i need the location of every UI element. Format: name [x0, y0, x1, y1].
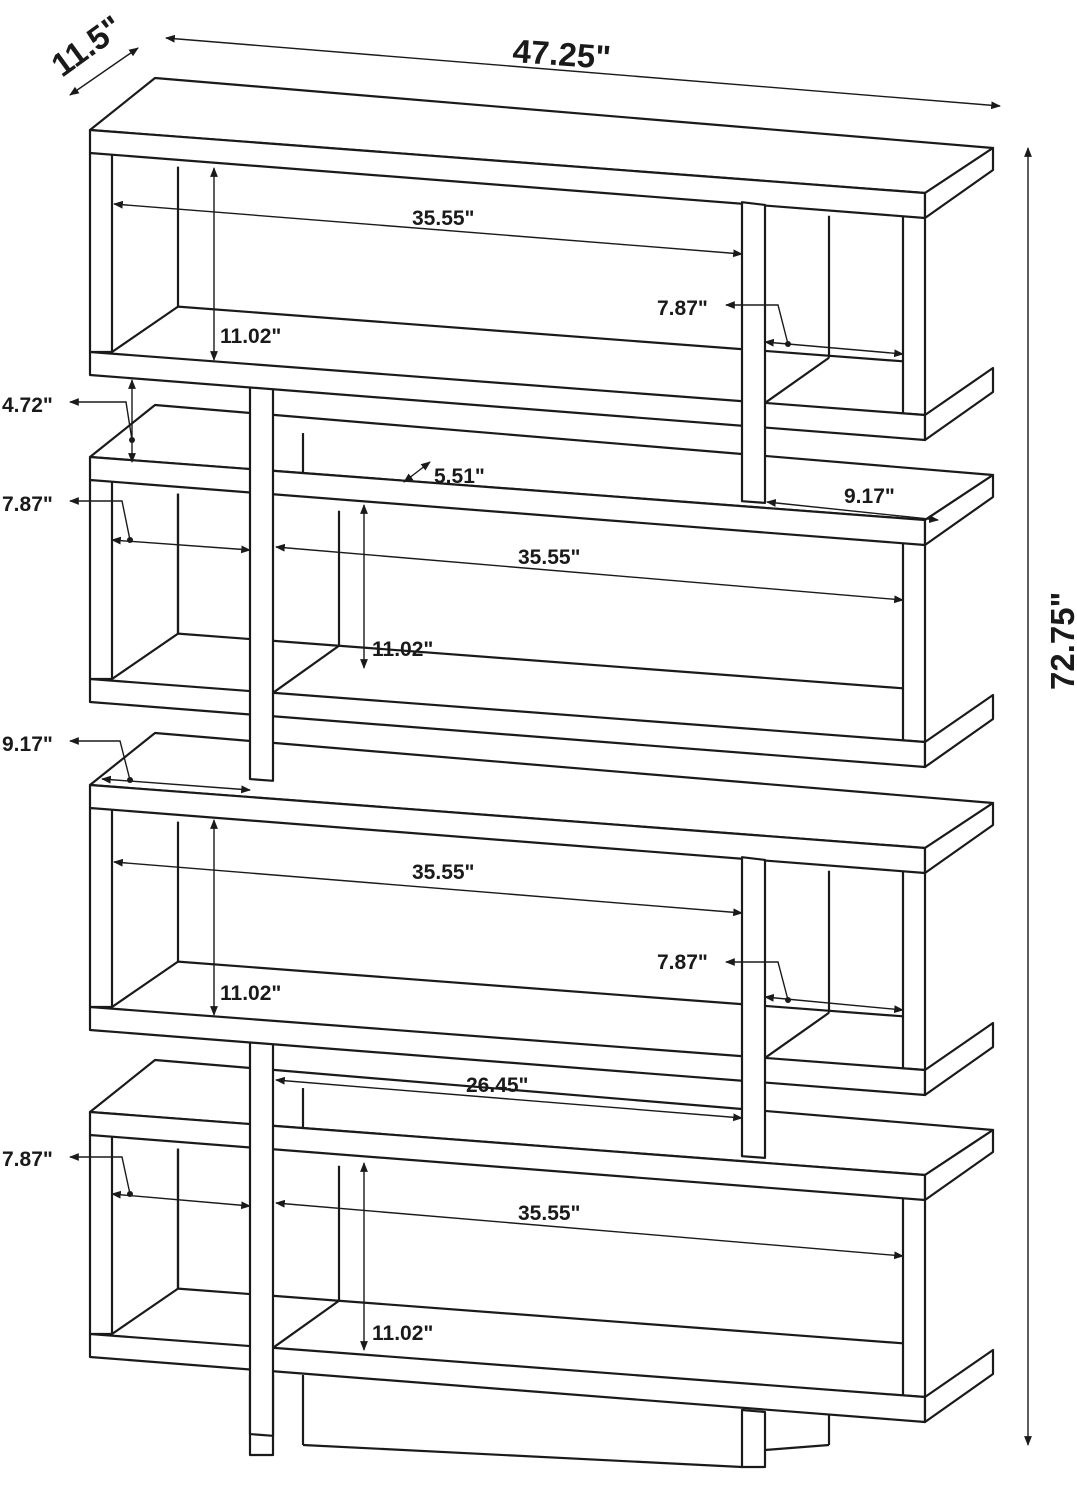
- divider-back-edge: [272, 644, 340, 694]
- back-panel-edge: [177, 305, 904, 363]
- back-panel-edge: [111, 960, 179, 1008]
- base-edge: [764, 1443, 830, 1452]
- dimension-arrow: [275, 543, 904, 604]
- back-panel-edge: [177, 632, 904, 690]
- leader-dot: [127, 1191, 133, 1197]
- dimension-arrow: [111, 1190, 251, 1210]
- dimension-arrow: [403, 461, 431, 483]
- dimension-arrow: [275, 1199, 904, 1260]
- leader-line: [725, 301, 789, 345]
- left-side-panel: [88, 151, 114, 354]
- width-label: 47.25": [512, 32, 613, 76]
- right-side-panel: [901, 868, 927, 1072]
- dimension-label: 11.02": [220, 325, 281, 348]
- divider: [740, 201, 767, 505]
- dimension-label: 9.17": [2, 733, 53, 756]
- bottom-board-end: [923, 1348, 995, 1424]
- leader-line: [725, 958, 789, 1001]
- top-board-end: [923, 146, 995, 220]
- dimension-label: 7.87": [2, 1148, 53, 1171]
- dimension-label: 4.72": [2, 394, 53, 417]
- top-board-end: [923, 801, 995, 875]
- left-side-panel: [88, 1133, 114, 1336]
- left-side-panel: [88, 806, 114, 1009]
- dimension-label: 35.55": [412, 207, 475, 230]
- leader-line: [69, 398, 133, 441]
- dimension-label: 35.55": [518, 546, 581, 569]
- dimension-arrow: [101, 775, 251, 794]
- dimension-label: 7.87": [657, 951, 708, 974]
- bottom-board-end: [923, 366, 995, 442]
- leader-line: [69, 497, 131, 541]
- divider-back-edge: [764, 1011, 830, 1059]
- dimension-arrow: [113, 858, 743, 917]
- back-panel-edge: [111, 305, 179, 353]
- dimension-label: 11.02": [220, 982, 281, 1005]
- depth-dimension-line: [69, 47, 139, 96]
- dimension-label: 35.55": [412, 861, 475, 884]
- dimension-label: 11.02": [372, 1322, 433, 1345]
- dimension-arrow: [766, 499, 939, 523]
- leader-dot: [785, 341, 791, 347]
- leader-line: [69, 1153, 131, 1195]
- top-board-end: [923, 473, 995, 547]
- divider: [740, 856, 767, 1160]
- base-leg: [740, 1408, 767, 1469]
- bottom-board-front: [88, 1332, 927, 1424]
- back-panel-edge: [111, 1287, 179, 1335]
- dimension-label: 5.51": [434, 465, 485, 488]
- right-side-panel: [901, 540, 927, 744]
- bottom-board-end: [923, 693, 995, 769]
- dimension-lines: [69, 34, 1032, 1446]
- divider: [248, 1040, 275, 1437]
- leader-dot: [127, 777, 133, 783]
- dimension-arrow: [275, 1076, 743, 1122]
- dimension-label: 11.02": [372, 638, 433, 661]
- height-label: 72.75": [1044, 592, 1077, 690]
- dimension-label: 26.45": [466, 1074, 529, 1097]
- back-panel-edge: [177, 1287, 904, 1345]
- dimension-label: 7.87": [2, 493, 53, 516]
- divider-back-edge: [764, 356, 830, 404]
- divider-back-edge: [272, 1299, 340, 1349]
- dimension-label: 9.17": [844, 485, 895, 508]
- right-side-panel: [901, 1195, 927, 1399]
- dimension-label: 35.55": [518, 1202, 581, 1225]
- dimension-arrow: [113, 200, 743, 258]
- top-board-end: [923, 1128, 995, 1202]
- leader-dot: [785, 997, 791, 1003]
- back-panel-edge: [111, 632, 179, 680]
- left-side-panel: [88, 478, 114, 681]
- leader-dot: [127, 537, 133, 543]
- shelf-outlines: [88, 76, 995, 1469]
- back-panel-edge: [177, 960, 904, 1018]
- width-dimension-line: [165, 34, 1001, 110]
- leader-dot: [129, 437, 135, 443]
- depth-label: 11.5": [44, 8, 129, 84]
- bottom-board-end: [923, 1021, 995, 1097]
- leader-line: [69, 737, 131, 781]
- divider: [248, 385, 275, 782]
- base-edge: [302, 1443, 743, 1469]
- dimension-label: 7.87": [657, 297, 708, 320]
- right-side-panel: [901, 213, 927, 417]
- dimension-arrow: [111, 536, 251, 554]
